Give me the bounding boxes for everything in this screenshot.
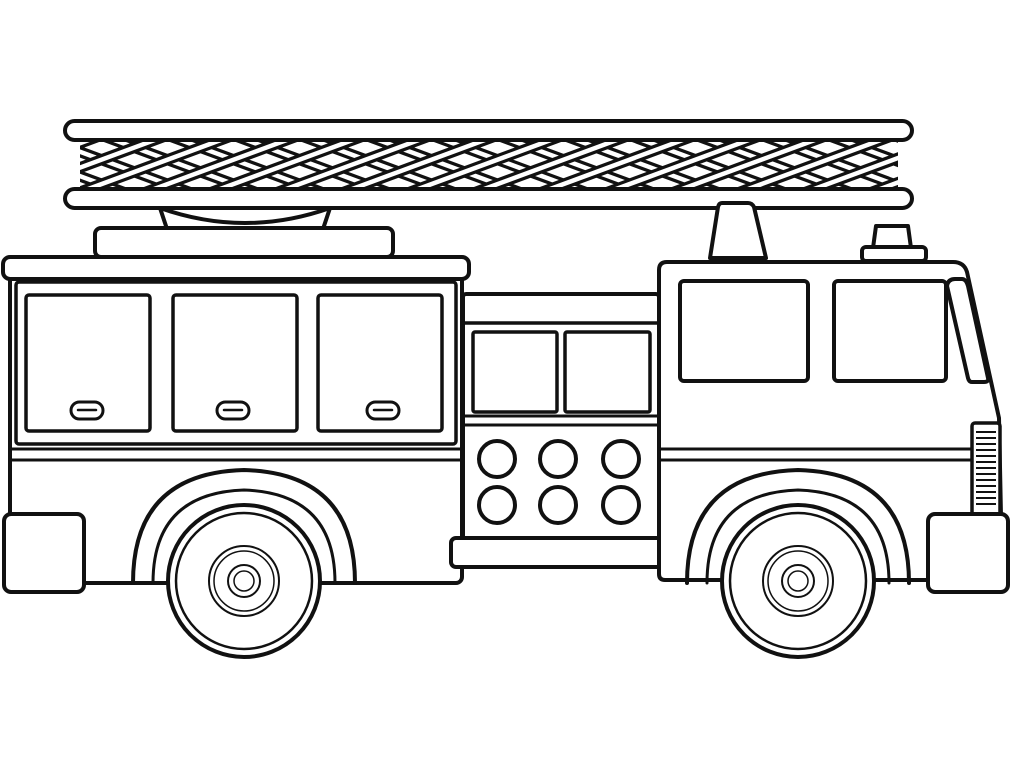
cab-window-rear — [678, 279, 810, 383]
ladder-brace-fill — [956, 134, 1013, 195]
ladder-turntable — [93, 206, 395, 259]
roof-siren — [708, 201, 768, 260]
tire — [720, 503, 876, 659]
windshield — [945, 277, 991, 384]
cab — [657, 201, 1003, 582]
roof-beacon-base — [860, 245, 928, 263]
hub — [227, 564, 261, 598]
rear-wheel-arch — [131, 468, 357, 585]
pump-panel — [449, 292, 671, 569]
rim-ring — [213, 550, 275, 612]
compartment-door-1 — [24, 293, 152, 433]
valve-circle — [477, 439, 517, 479]
pump-window-left — [471, 330, 559, 414]
ladder-brace-fill — [823, 136, 898, 164]
ladder-brace-fill — [0, 134, 65, 195]
ladder-brace-fill — [80, 136, 238, 194]
ladder-brace-fill — [665, 136, 832, 194]
tire — [166, 503, 322, 659]
ladder-brace-fill — [533, 136, 700, 194]
tire-inner-ring — [728, 511, 868, 651]
ladder-brace — [930, 134, 1013, 195]
rear-wheel — [166, 503, 322, 659]
ladder-brace-fill — [889, 136, 898, 140]
ladder-brace-fill — [335, 136, 502, 194]
roof-beacon — [871, 224, 913, 250]
ladder-brace-fill — [80, 136, 172, 171]
rim — [208, 545, 280, 617]
rim-ring — [767, 550, 829, 612]
rear-bumper — [2, 512, 86, 594]
ladder-brace — [888, 136, 898, 143]
ladder-brace — [996, 134, 1013, 195]
turntable-base — [93, 226, 395, 259]
valve-circle — [477, 485, 517, 525]
pump-window-right — [563, 330, 652, 414]
rim — [762, 545, 834, 617]
valve-circle — [601, 485, 641, 525]
compartment-door-3 — [316, 293, 444, 433]
ladder-brace-fill — [137, 136, 304, 194]
ladder-brace-fill — [401, 136, 568, 194]
ladder-brace-fill — [930, 134, 1013, 195]
ladder-brace-fill — [996, 134, 1013, 195]
ladder-brace-fill — [269, 136, 436, 194]
ladder-lattice — [0, 134, 1013, 195]
ladder-brace — [0, 134, 65, 195]
pump-valves — [477, 439, 641, 525]
valve-circle — [538, 439, 578, 479]
wheel-arches — [131, 468, 911, 585]
cab-window-front — [832, 279, 948, 383]
valve-circle — [601, 439, 641, 479]
rear-roof-cap — [1, 255, 471, 281]
ladder-brace-fill — [863, 180, 898, 194]
front-wheel-arch — [685, 468, 911, 585]
rear-body — [1, 255, 471, 585]
front-wheel-arch-inner — [705, 488, 891, 585]
valve-circle — [538, 485, 578, 525]
side-step — [449, 536, 671, 569]
compartment-door-2 — [171, 293, 299, 433]
ladder — [0, 119, 1013, 210]
ladder-brace — [956, 134, 1013, 195]
ladder-brace-fill — [797, 155, 898, 194]
hub — [781, 564, 815, 598]
ladder-brace-fill — [203, 136, 370, 194]
ladder-brace-fill — [467, 136, 634, 194]
grille-slats — [976, 431, 996, 505]
front-bumper — [926, 512, 1010, 594]
ladder-brace-fill — [731, 136, 898, 194]
ladder-top-rail — [63, 119, 914, 142]
rear-wheel-arch-inner — [151, 488, 337, 585]
ladder-brace-fill — [599, 136, 766, 194]
front-wheel — [720, 503, 876, 659]
hub-center — [787, 570, 809, 592]
turntable-dome — [158, 206, 332, 231]
hub-center — [233, 570, 255, 592]
ladder-bottom-rail — [63, 187, 914, 210]
tire-inner-ring — [174, 511, 314, 651]
